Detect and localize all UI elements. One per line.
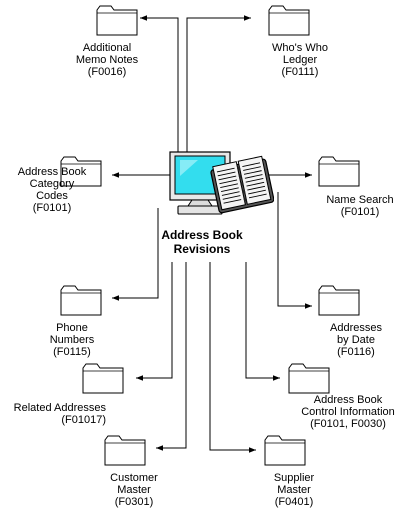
folder-icon (318, 156, 360, 187)
label-address-book-control-information: Address Book Control Information (F0101,… (301, 394, 395, 430)
folder-icon (60, 156, 102, 187)
connector-supplier-master (209, 262, 256, 453)
folder-icon (82, 363, 124, 394)
connector-additional-memo-notes (140, 15, 179, 156)
hub-title: Address Book Revisions (161, 228, 243, 256)
folder-icon (288, 363, 330, 394)
connector-customer-master (156, 262, 187, 451)
connector-related-addresses (136, 262, 173, 381)
folder-icon (96, 5, 138, 36)
label-supplier-master: Supplier Master (F0401) (273, 472, 315, 508)
label-name-search: Name Search (F0101) (326, 194, 394, 218)
connector-whos-who-ledger (186, 15, 251, 156)
folder-icon (264, 435, 306, 466)
label-additional-memo-notes: Additional Memo Notes (F0016) (75, 42, 139, 78)
connector-phone-numbers (112, 208, 159, 301)
computer-with-book-icon (169, 151, 274, 215)
label-related-addresses: Related Addresses (F01017) (13, 402, 106, 426)
connector-addresses-by-date (277, 192, 312, 309)
folder-icon (60, 285, 102, 316)
folder-icon (318, 285, 360, 316)
folder-icon (268, 5, 310, 36)
label-addresses-by-date: Addresses by Date (F0116) (330, 322, 382, 358)
folder-icon (104, 435, 146, 466)
label-whos-who-ledger: Who's Who Ledger (F0111) (272, 42, 328, 78)
connector-address-book-control-information (245, 262, 280, 381)
label-phone-numbers: Phone Numbers (F0115) (49, 322, 95, 358)
label-address-book-category-codes: Address Book Category Codes (F0101) (17, 166, 87, 214)
label-customer-master: Customer Master (F0301) (110, 472, 158, 508)
